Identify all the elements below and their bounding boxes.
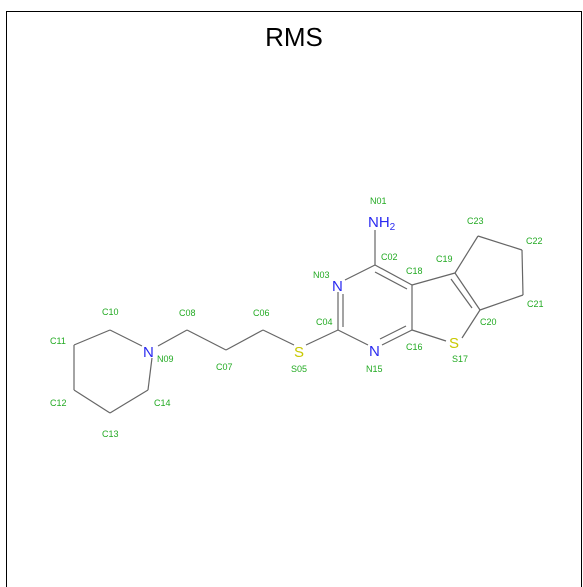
atom-label-c08: C08 [179, 308, 196, 318]
bond-c19-c23 [454, 235, 479, 274]
atom-label-c04: C04 [316, 317, 333, 327]
bond-c19-c18 [411, 272, 456, 286]
atom-label-c02: C02 [381, 252, 398, 262]
bond-c02-c18-double [374, 271, 408, 290]
s17-symbol: S [449, 335, 459, 352]
atom-label-c10: C10 [102, 307, 119, 317]
atom-label-c19: C19 [436, 254, 453, 264]
atom-label-n09: N09 [157, 354, 174, 364]
bond-c20-c19-double [450, 278, 473, 309]
bonds [73, 230, 524, 414]
atom-label-c22: C22 [526, 236, 543, 246]
atom-label-s17: S17 [452, 354, 468, 364]
bond-c16-n15 [381, 329, 413, 346]
atom-label-c07: C07 [216, 362, 233, 372]
bond-c14-n09 [147, 357, 153, 391]
atom-label-c13: C13 [102, 429, 119, 439]
element-symbols: NH2 N N N S S [143, 214, 459, 361]
atom-label-n15: N15 [366, 364, 383, 374]
atom-label-c20: C20 [480, 317, 497, 327]
bond-c06-s05 [262, 329, 295, 346]
bond-c21-c20 [479, 294, 524, 311]
atom-label-c23: C23 [467, 216, 484, 226]
bond-c02-c18 [374, 264, 413, 286]
bond-c23-c22 [477, 235, 523, 251]
atom-label-c18: C18 [406, 266, 423, 276]
atom-label-s05: S05 [291, 364, 307, 374]
bond-s05-c04 [305, 329, 339, 346]
n09-symbol: N [143, 344, 154, 361]
diagram-frame [6, 11, 582, 587]
bond-c10-c11 [73, 329, 111, 346]
bond-s17-c20 [461, 309, 481, 339]
bond-n09-c08 [157, 329, 188, 347]
bond-c20-c19 [454, 272, 481, 311]
atom-label-c16: C16 [406, 342, 423, 352]
atom-label-n01: N01 [370, 196, 387, 206]
bond-c16-s17 [411, 329, 447, 342]
bond-c12-c13 [73, 389, 111, 414]
amine-symbol: NH2 [368, 214, 396, 233]
atom-label-n03: N03 [313, 270, 330, 280]
bond-c13-c14 [109, 389, 149, 414]
atom-label-c14: C14 [154, 398, 171, 408]
bond-n09-c10 [109, 329, 143, 347]
bond-n15-c04 [337, 329, 369, 346]
bond-c08-c07 [186, 329, 227, 351]
bond-c16-n15-double [379, 325, 407, 340]
bond-n03-c02 [344, 264, 376, 281]
n15-symbol: N [369, 343, 380, 360]
diagram-title: RMS [265, 22, 323, 52]
atom-label-c21: C21 [527, 299, 544, 309]
s05-symbol: S [294, 344, 304, 361]
n03-symbol: N [332, 278, 343, 295]
atom-label-c12: C12 [50, 398, 67, 408]
bond-c07-c06 [225, 329, 264, 351]
bond-c22-c21 [521, 249, 524, 296]
atom-labels: N01 C02 N03 C04 S05 C06 C07 C08 N09 C10 … [50, 196, 544, 439]
atom-label-c06: C06 [253, 308, 270, 318]
atom-label-c11: C11 [50, 336, 66, 346]
